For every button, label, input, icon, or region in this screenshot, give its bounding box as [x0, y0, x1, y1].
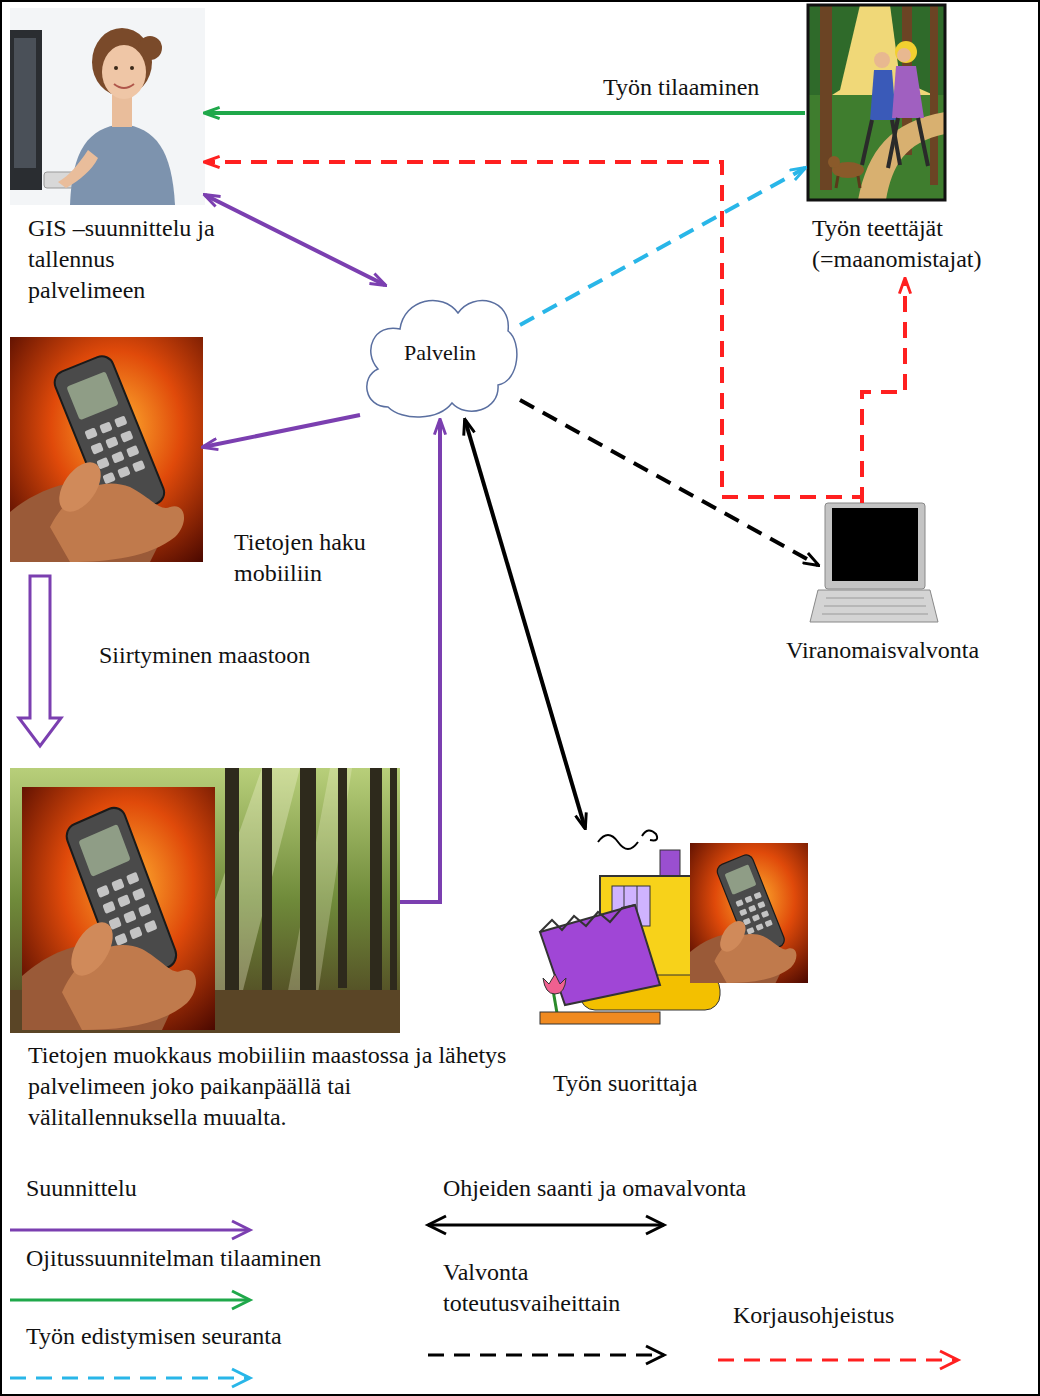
connector — [400, 420, 440, 902]
caption: Tietojen muokkaus mobiiliin maastossa ja… — [28, 1040, 523, 1133]
connector — [205, 195, 385, 285]
legend-samples — [10, 1216, 958, 1387]
edge-label: Siirtyminen maastoon — [96, 640, 313, 671]
edge-label: Työn tilaaminen — [600, 72, 762, 103]
caption: Tietojen haku mobiiliin — [234, 527, 414, 589]
caption: Palvelin — [404, 339, 476, 367]
connector — [19, 576, 61, 746]
caption: Viranomaisvalvonta — [786, 635, 1026, 666]
excavator-node: Työn suorittaja — [530, 828, 810, 1028]
caption: Työn teettäjät (=maanomistajat) — [805, 213, 1027, 279]
caption: GIS –suunnittelu ja tallennus palvelimee… — [28, 213, 218, 306]
excavator-illustration — [540, 830, 808, 1024]
connector — [520, 400, 818, 565]
legend-text: Työn edistymisen seuranta — [26, 1321, 366, 1352]
legend-text: Ohjeiden saanti ja omavalvonta — [443, 1173, 823, 1204]
legend-text: Suunnittelu — [26, 1173, 326, 1204]
landowner-node: Työn teettäjät (=maanomistajat) — [805, 5, 1027, 279]
legend-text: Korjausohjeistus — [733, 1300, 1013, 1331]
field-node: Tietojen muokkaus mobiiliin maastossa ja… — [10, 768, 400, 1033]
connector — [465, 420, 585, 828]
laptop-node: Viranomaisvalvonta — [818, 503, 930, 625]
workstation-node: GIS –suunnittelu ja tallennus palvelimee… — [10, 8, 205, 205]
laptop-illustration — [810, 503, 938, 622]
connector — [520, 168, 805, 325]
legend-text: Valvonta toteutusvaiheittain — [443, 1257, 668, 1319]
forest-illustration — [10, 768, 400, 1033]
office-worker-illustration — [10, 8, 205, 205]
connector — [203, 415, 360, 447]
connector — [205, 162, 862, 503]
caption: Työn suorittaja — [553, 1068, 773, 1099]
mobile-node: Tietojen haku mobiiliin — [10, 337, 203, 562]
connector — [205, 111, 805, 115]
legend-text: Ojitussuunnitelman tilaaminen — [26, 1243, 406, 1274]
server-cloud: Palvelin — [360, 285, 520, 420]
landowners-illustration — [808, 5, 945, 200]
connector — [862, 279, 905, 503]
phone-illustration — [10, 337, 203, 562]
